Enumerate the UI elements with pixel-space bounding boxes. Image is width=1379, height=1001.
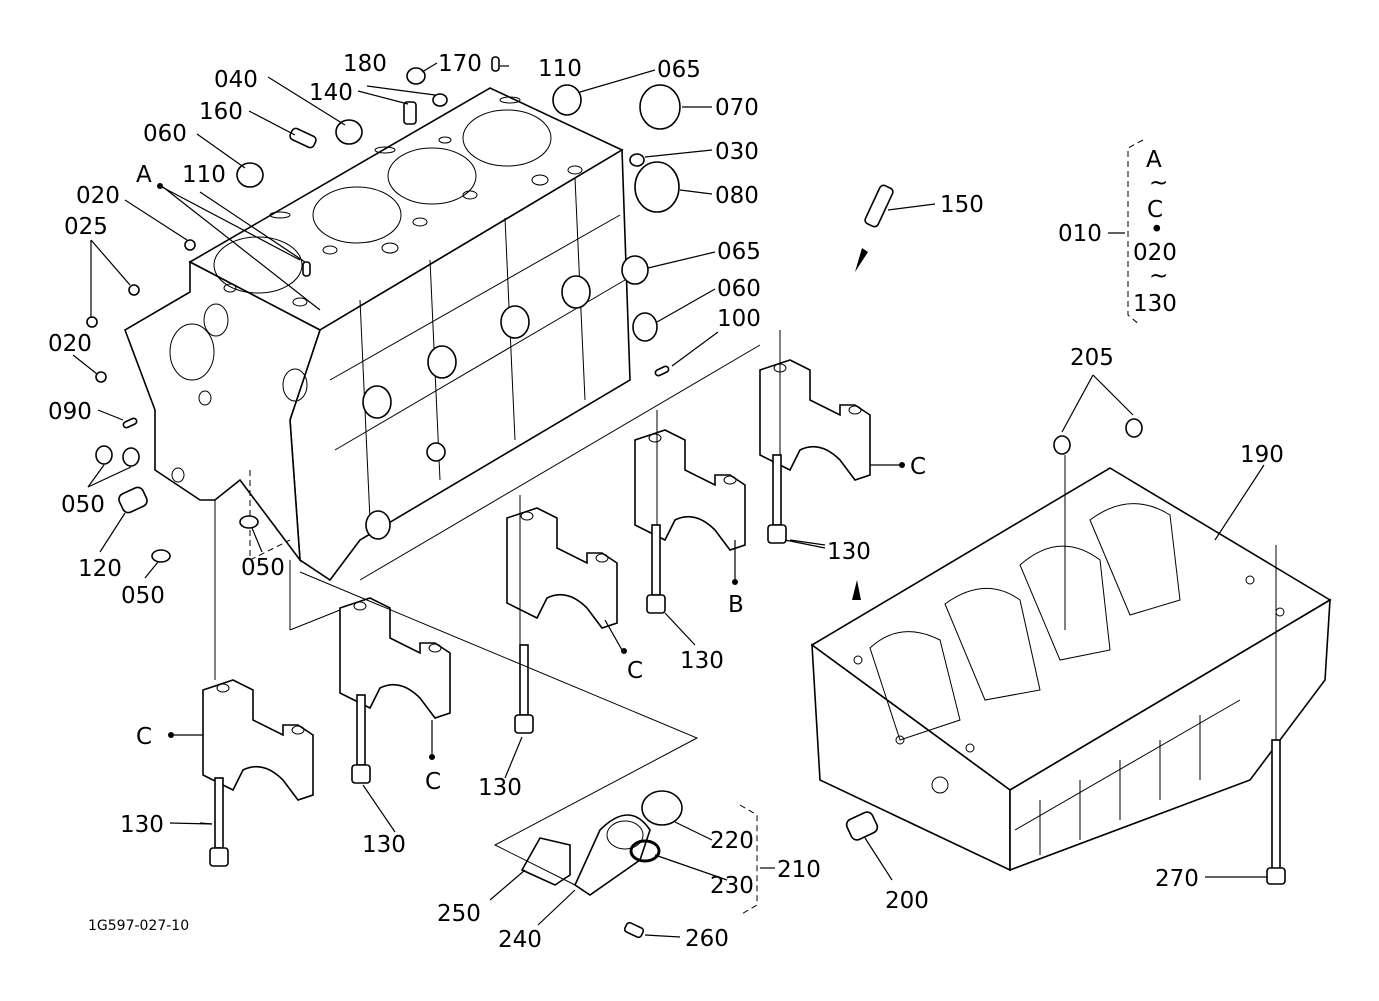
note-line: 130 bbox=[1133, 291, 1177, 317]
callout-C: C bbox=[910, 454, 926, 480]
callout-130: 130 bbox=[362, 832, 406, 858]
figure-id: 1G597-027-10 bbox=[88, 918, 189, 934]
callout-170: 170 bbox=[438, 51, 482, 77]
callout-090: 090 bbox=[48, 399, 92, 425]
bracket-210 bbox=[739, 804, 758, 916]
bolt bbox=[514, 644, 534, 734]
bearing-cap bbox=[634, 429, 746, 551]
bearing-cap bbox=[339, 597, 451, 719]
crankcase bbox=[810, 418, 1332, 885]
callout-020: 020 bbox=[76, 183, 120, 209]
bearing-cap bbox=[506, 507, 618, 629]
callout-150: 150 bbox=[940, 192, 984, 218]
callout-160: 160 bbox=[199, 99, 243, 125]
callout-C: C bbox=[425, 769, 441, 795]
callout-B: B bbox=[728, 592, 744, 618]
assembly-note: 010 A ~ C • 020 ~ 130 bbox=[1058, 147, 1177, 317]
note-line: • bbox=[1150, 217, 1164, 243]
callout-C: C bbox=[627, 658, 643, 684]
callout-060: 060 bbox=[143, 121, 187, 147]
callout-140: 140 bbox=[309, 80, 353, 106]
leader-lines bbox=[72, 62, 1277, 938]
callout-250: 250 bbox=[437, 901, 481, 927]
callout-130: 130 bbox=[827, 539, 871, 565]
bolt bbox=[209, 777, 229, 867]
callout-260: 260 bbox=[685, 926, 729, 952]
callout-120: 120 bbox=[78, 556, 122, 582]
callout-030: 030 bbox=[715, 139, 759, 165]
callout-065: 065 bbox=[657, 57, 701, 83]
note-line: A bbox=[1146, 147, 1162, 173]
callout-050: 050 bbox=[61, 492, 105, 518]
callout-C: C bbox=[136, 724, 152, 750]
callout-270: 270 bbox=[1155, 866, 1199, 892]
callout-130: 130 bbox=[478, 775, 522, 801]
cap-bolts bbox=[209, 454, 787, 867]
callout-labels: 040 180 170 110 065 140 160 070 060 030 … bbox=[48, 51, 1284, 953]
cylinder-block bbox=[124, 87, 631, 582]
callout-010: 010 bbox=[1058, 221, 1102, 247]
callout-190: 190 bbox=[1240, 442, 1284, 468]
callout-130: 130 bbox=[680, 648, 724, 674]
callout-050: 050 bbox=[121, 583, 165, 609]
callout-210: 210 bbox=[777, 857, 821, 883]
note-line: ~ bbox=[1149, 170, 1168, 196]
callout-220: 220 bbox=[710, 828, 754, 854]
bearing-caps bbox=[202, 359, 871, 801]
callout-020: 020 bbox=[48, 331, 92, 357]
callout-060: 060 bbox=[717, 276, 761, 302]
small-parts bbox=[86, 56, 894, 563]
bearing-cap bbox=[202, 679, 314, 801]
callout-070: 070 bbox=[715, 95, 759, 121]
callout-200: 200 bbox=[885, 888, 929, 914]
callout-040: 040 bbox=[214, 67, 258, 93]
callout-110: 110 bbox=[538, 56, 582, 82]
callout-110: 110 bbox=[182, 162, 226, 188]
callout-230: 230 bbox=[710, 873, 754, 899]
bolt bbox=[646, 524, 666, 614]
callout-180: 180 bbox=[343, 51, 387, 77]
note-line: ~ bbox=[1149, 263, 1168, 289]
callout-A: A bbox=[136, 162, 152, 188]
callout-240: 240 bbox=[498, 927, 542, 953]
callout-050: 050 bbox=[241, 555, 285, 581]
callout-205: 205 bbox=[1070, 345, 1114, 371]
bracket-010 bbox=[1127, 139, 1144, 326]
reference-dots bbox=[157, 183, 905, 760]
callout-080: 080 bbox=[715, 183, 759, 209]
oil-filler-assembly bbox=[520, 790, 683, 939]
callout-065: 065 bbox=[717, 239, 761, 265]
bolt bbox=[767, 454, 787, 544]
note-line: C bbox=[1147, 197, 1163, 223]
callout-100: 100 bbox=[717, 306, 761, 332]
note-line: 020 bbox=[1133, 240, 1177, 266]
callout-025: 025 bbox=[64, 214, 108, 240]
bolt bbox=[351, 694, 371, 784]
callout-130: 130 bbox=[120, 812, 164, 838]
